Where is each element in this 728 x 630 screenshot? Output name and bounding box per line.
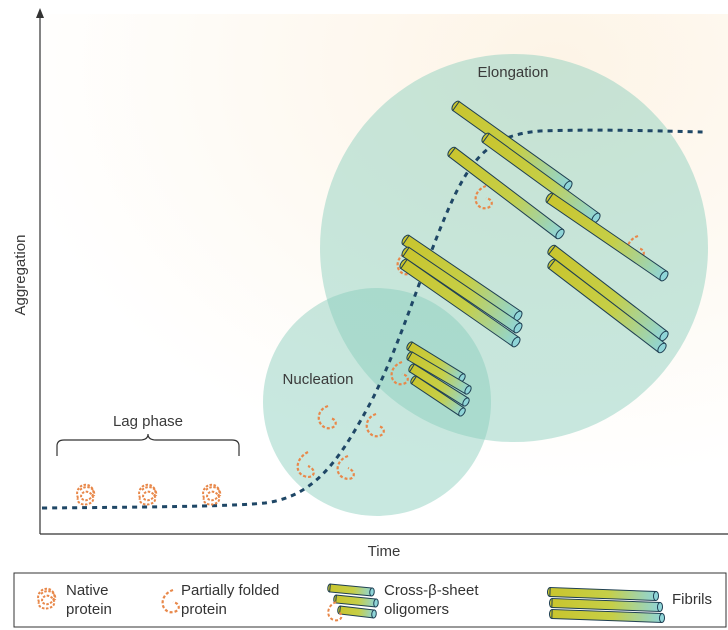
x-axis-label: Time — [368, 543, 401, 560]
legend-oligomer-label: oligomers — [384, 601, 449, 618]
rod-shape — [401, 246, 523, 334]
legend-partial-label: protein — [181, 601, 227, 618]
y-axis-label: Aggregation — [12, 235, 29, 316]
partially-folded-protein-icon — [296, 451, 315, 478]
rod-shape — [408, 363, 470, 407]
legend-partial-label: Partially folded — [181, 582, 279, 599]
rod-shape — [327, 583, 375, 597]
fibril-rods — [399, 100, 669, 417]
nucleation-label: Nucleation — [283, 371, 354, 388]
legend-oligomer-icon — [327, 583, 379, 619]
native-protein-icon — [76, 483, 96, 506]
legend-oligomer-label: Cross-β-sheet — [384, 582, 479, 599]
rod-shape — [548, 597, 664, 613]
native-protein-icon — [138, 483, 158, 506]
rod-shape — [547, 258, 667, 354]
rod-shape — [410, 375, 466, 417]
rod-shape — [548, 608, 666, 624]
rod-shape — [545, 192, 669, 282]
legend-fibril-icon — [546, 586, 666, 624]
rod-shape — [481, 132, 601, 224]
y-axis-arrow — [36, 8, 44, 18]
legend-native-label: protein — [66, 601, 112, 618]
elongation-label: Elongation — [478, 64, 549, 81]
native-protein-icon — [202, 483, 222, 506]
legend-fibrils-label: Fibrils — [672, 591, 712, 608]
rod-shape — [337, 605, 377, 619]
legend-native-label: Native — [66, 582, 109, 599]
lag-phase-bracket — [56, 433, 240, 456]
plot-background — [40, 14, 728, 534]
rod-shape — [333, 594, 379, 608]
rod-shape — [399, 258, 521, 348]
nucleation-circle — [263, 288, 491, 516]
rod-shape — [406, 351, 472, 395]
legend-native-icon — [37, 587, 57, 610]
aggregation-curve — [41, 128, 705, 510]
rod-shape — [447, 146, 565, 240]
lag-phase-label: Lag phase — [113, 413, 183, 430]
rod-shape — [546, 586, 660, 602]
